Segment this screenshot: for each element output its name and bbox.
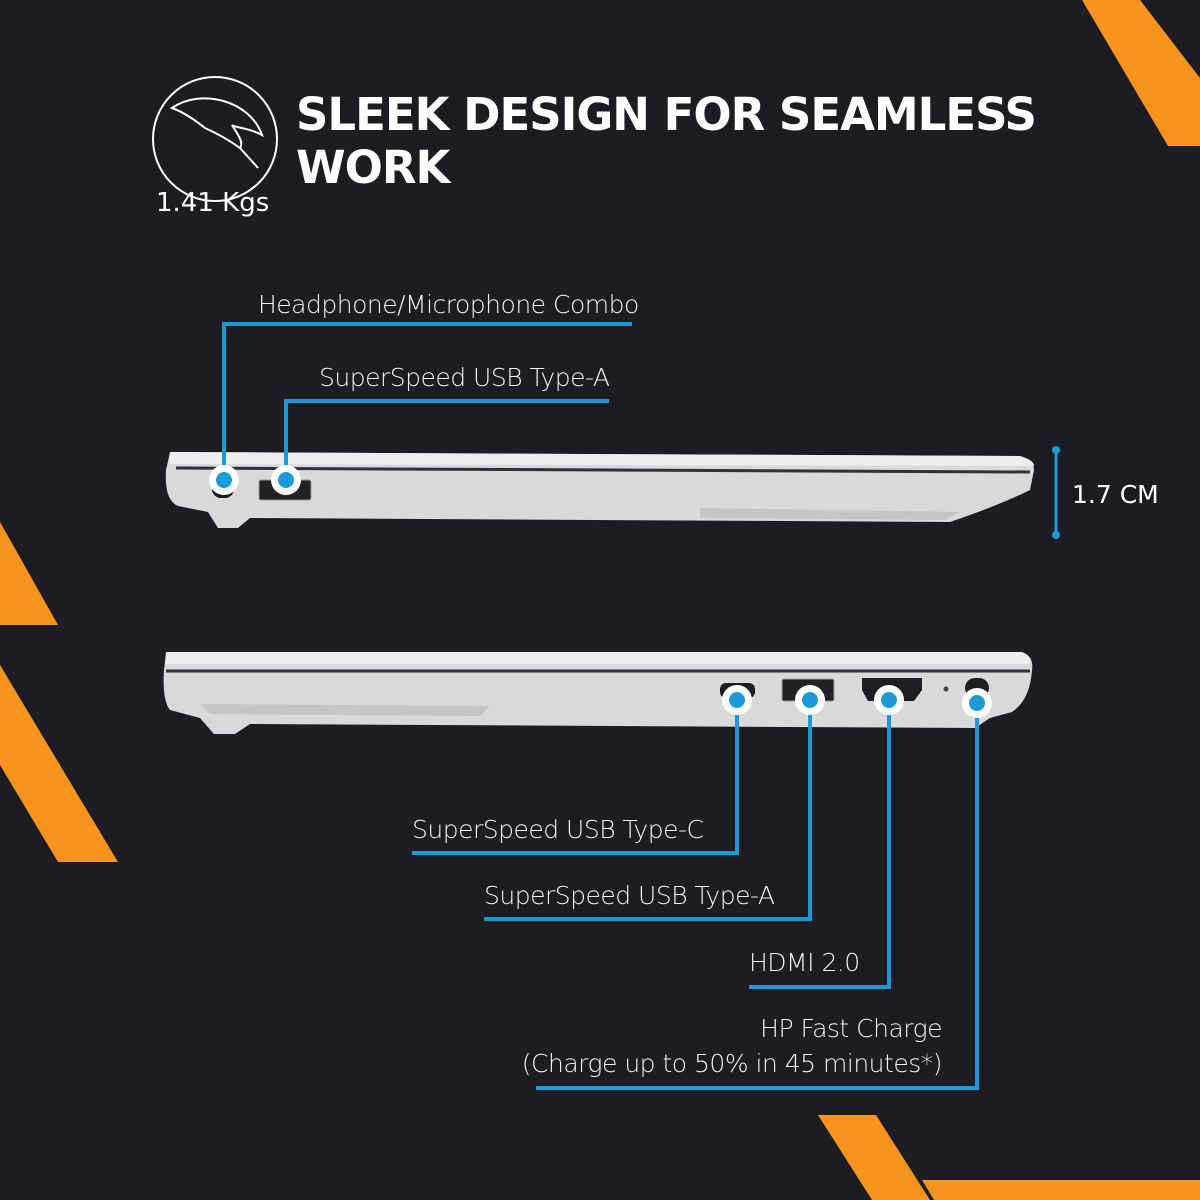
port-label-usb-a-left: SuperSpeed USB Type-A xyxy=(319,363,610,392)
charge-led xyxy=(943,686,949,692)
thickness-label: 1.7 CM xyxy=(1072,480,1159,509)
stripe-bottom-1 xyxy=(818,1115,930,1200)
callout-lines xyxy=(222,322,1058,1090)
port-sublabel-fast-charge: (Charge up to 50% in 45 minutes*) xyxy=(521,1049,943,1078)
stripe-top-right xyxy=(1082,0,1200,146)
weight-label: 1.41 Kgs xyxy=(156,188,270,218)
callout-dots xyxy=(209,446,1060,718)
page-title: SLEEK DESIGN FOR SEAMLESS WORK xyxy=(296,88,1037,194)
stripe-bottom-2 xyxy=(922,1180,1200,1200)
stripe-left-1 xyxy=(0,522,58,625)
port-label-usb-c: SuperSpeed USB Type-C xyxy=(412,815,704,844)
feather-icon xyxy=(152,76,278,202)
port-label-headphone: Headphone/Microphone Combo xyxy=(258,290,639,319)
port-label-hdmi: HDMI 2.0 xyxy=(749,948,860,977)
stripe-left-2 xyxy=(0,665,118,862)
laptop-left-side xyxy=(165,452,1034,528)
port-label-fast-charge: HP Fast Charge xyxy=(760,1014,942,1043)
port-label-usb-a-right: SuperSpeed USB Type-A xyxy=(484,881,775,910)
